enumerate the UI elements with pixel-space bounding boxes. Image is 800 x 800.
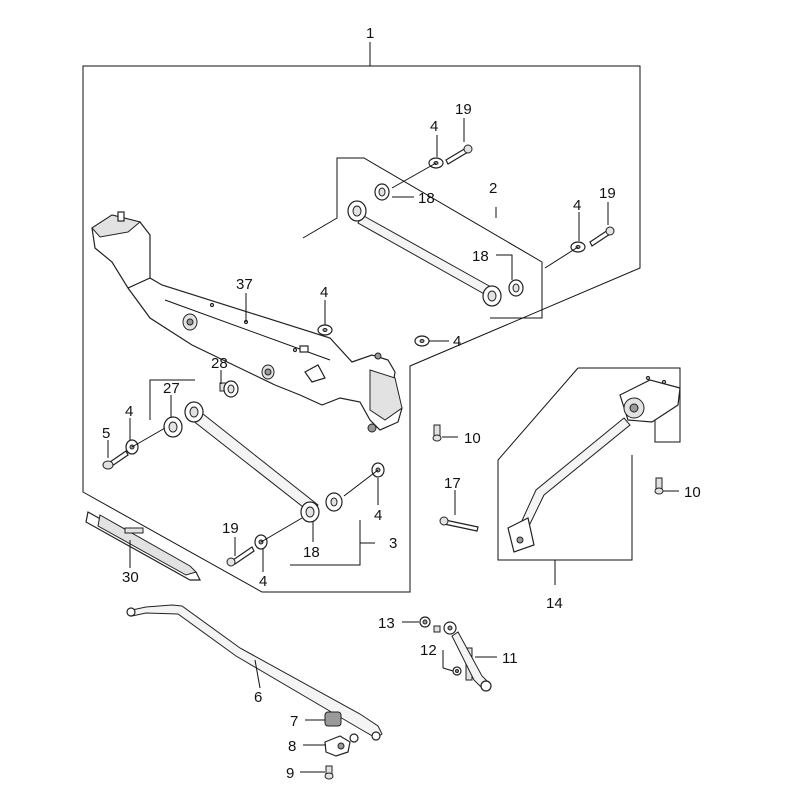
label-19c: 19: [222, 520, 239, 537]
bolt-19-bottom: [226, 546, 255, 567]
lateral-arm-2: [347, 183, 524, 307]
label-13: 13: [378, 615, 395, 632]
trailing-arm-14: [507, 375, 681, 553]
nut-13: [419, 616, 441, 633]
part-number-labels: 1 2 3 4 4 4 4 4 4 4 5 6 7 8 9 10 10 11 1…: [102, 25, 701, 782]
bolt-10-right: [654, 477, 664, 495]
label-6: 6: [254, 689, 262, 706]
label-28: 28: [211, 355, 228, 372]
label-27: 27: [163, 380, 180, 397]
label-1: 1: [366, 25, 374, 42]
bolt-19-right: [589, 226, 615, 247]
label-4c: 4: [320, 284, 328, 301]
label-10b: 10: [684, 484, 701, 501]
label-4d: 4: [453, 333, 461, 350]
bolt-9: [324, 765, 334, 780]
bolt-5: [102, 450, 129, 470]
label-9: 9: [286, 765, 294, 782]
label-5: 5: [102, 425, 110, 442]
washer-4-group: [125, 157, 586, 550]
label-4a: 4: [430, 118, 438, 135]
label-10a: 10: [464, 430, 481, 447]
assembly-2-frame: [302, 157, 543, 319]
label-2: 2: [489, 180, 497, 197]
bushing-7: [324, 711, 342, 727]
label-19b: 19: [599, 185, 616, 202]
label-18c: 18: [303, 544, 320, 561]
label-4g: 4: [259, 573, 267, 590]
assembly-1-frame: [82, 42, 641, 593]
stabilizer-bar-6: [126, 604, 383, 743]
label-7: 7: [290, 713, 298, 730]
label-17: 17: [444, 475, 461, 492]
label-19a: 19: [455, 101, 472, 118]
label-14: 14: [546, 595, 563, 612]
assembly-14-frame: [497, 367, 681, 585]
bolt-10-left: [432, 424, 442, 442]
bolt-19-top: [445, 144, 473, 165]
label-3: 3: [389, 535, 397, 552]
label-37: 37: [236, 276, 253, 293]
label-4b: 4: [573, 197, 581, 214]
label-30: 30: [122, 569, 139, 586]
lateral-arm-3: [163, 401, 343, 523]
bushing-28: [219, 380, 239, 398]
crossmember-37: [91, 211, 403, 433]
label-12: 12: [420, 642, 437, 659]
label-4e: 4: [125, 403, 133, 420]
bolt-17: [439, 516, 479, 532]
nut-12: [452, 666, 462, 676]
leader-lines: [107, 118, 679, 773]
bracket-8: [324, 735, 351, 757]
shield-30: [85, 511, 201, 581]
link-11: [443, 621, 492, 692]
label-18b: 18: [472, 248, 489, 265]
label-18a: 18: [418, 190, 435, 207]
label-8: 8: [288, 738, 296, 755]
assembly-3-frame: [149, 379, 375, 566]
label-4f: 4: [374, 507, 382, 524]
label-11: 11: [502, 650, 518, 667]
